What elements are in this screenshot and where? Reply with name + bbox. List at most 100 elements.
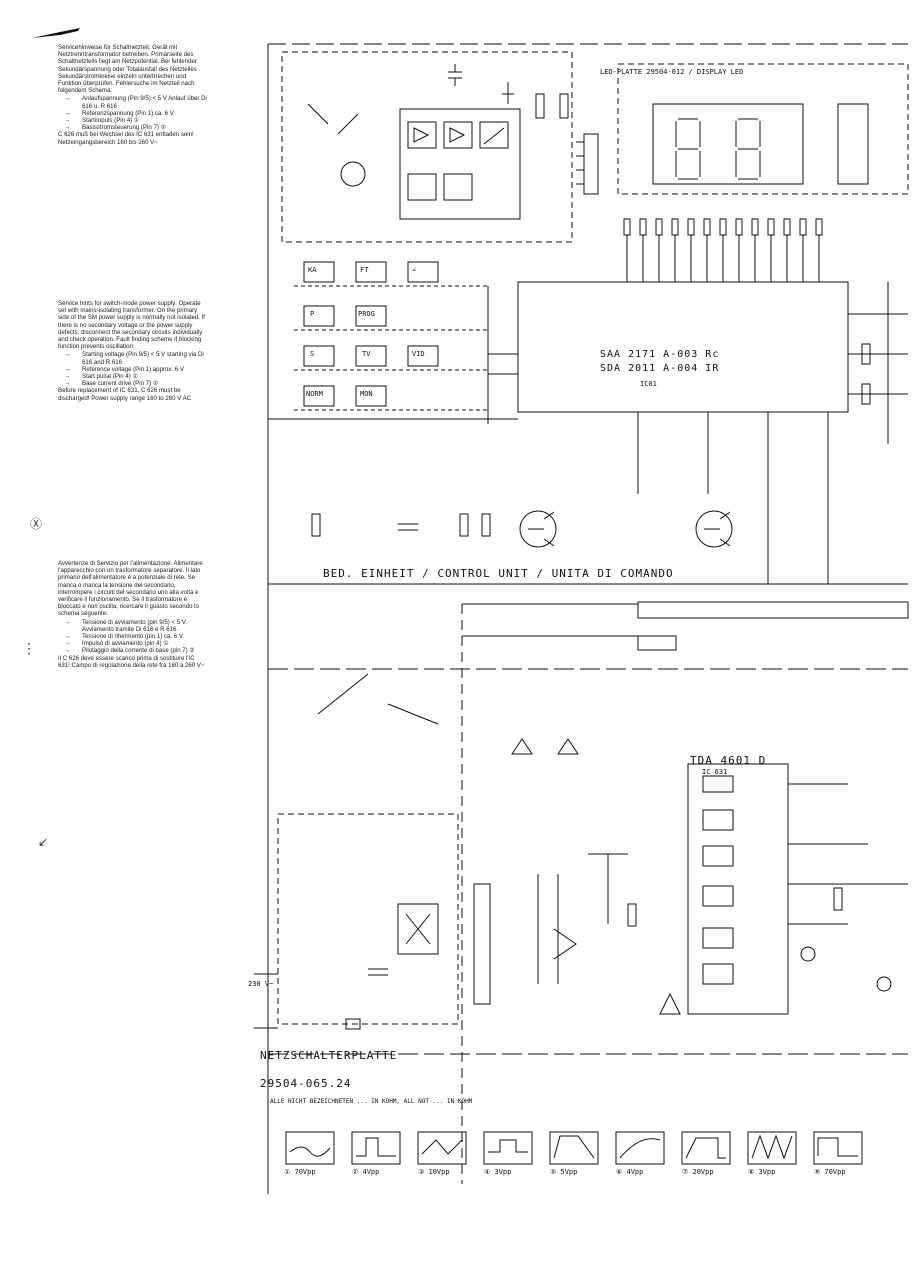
resistor [559,93,569,119]
amp-stage [443,121,473,149]
capacitor [398,523,418,531]
schmitt-curve [483,127,505,145]
key-label: KA [308,266,317,274]
waveform-label: ⑥ 4Vpp [616,1168,644,1176]
circuit-schematic [254,43,909,1194]
capacitor [448,64,462,86]
waveform-label: ⑧ 3Vpp [748,1168,776,1176]
waveform-label: ① 70Vpp [284,1168,316,1176]
service-notes-german: Servicehinweise für Schaltnetzteil: Gerä… [58,44,208,146]
waveform-label: ⑦ 20Vpp [682,1168,714,1176]
resistor [833,887,843,911]
notes-intro: Servicehinweise für Schaltnetzteil: Gerä… [58,44,197,95]
photo-diode [340,161,366,187]
amp-stage [443,173,473,201]
bridge-rectifier [397,903,439,955]
key-label: NORM [306,390,323,398]
amp-stage [407,121,437,149]
key-label: VID [412,350,425,358]
ir-receiver-board [281,51,573,243]
resistor [861,343,871,365]
bottom-note: ALLE NICHT BEZEICHNETEN ... IN KOHM, ALL… [270,1098,473,1105]
service-notes-italian: Avvertenze di Servizio per l'alimentazio… [58,560,208,669]
mains-switch-board [277,813,459,1025]
key-label: P [310,310,315,318]
notes-footer: C 626 muß bei Wechsel des IC 631 entlade… [58,131,194,146]
side-tick-mark: ↙ [38,835,49,849]
test-point [876,976,892,992]
notes-item: →Tensione di avviamento (pin 9/5) < 5 V.… [64,618,187,633]
waveform-label: ④ 3Vpp [484,1168,512,1176]
lead [307,103,359,135]
mains-label: 230 V~ [248,980,274,988]
psu-board-label: NETZSCHALTERPLATTE [260,1049,398,1062]
waveform-label: ⑨ 70Vpp [814,1168,846,1176]
key-label: MON [360,390,373,398]
resistor [861,383,871,405]
ic-tda-label: TDA 4601 D [690,754,767,767]
warning-triangle [511,738,579,755]
notes-item: →Pilotaggio della corrente di base (pin … [64,647,195,655]
waveform-label: ③ 10Vpp [418,1168,450,1176]
connector-strip [637,601,909,619]
notes-item: →Referenzspannung (Pin 1) ca. 6 V [64,109,174,117]
notes-item: →Base current drive (Pin 7) ② [64,380,159,388]
notes-item: →Anlaufspannung (Pin 9/5) < 5 V Anlauf ü… [64,95,207,110]
key-label: PROG [358,310,375,318]
binding-hole-mark: Ⓧ [30,517,43,531]
ic-sda-label: SDA 2011 A-004 IR [600,363,720,374]
led-display-board [617,63,909,195]
notes-footer: Before replacement of IC 631, C 626 must… [58,387,192,402]
notes-intro: Service hints for switch-mode power supp… [58,300,205,351]
notes-footer: Il C 626 deve essere scarico prima di so… [58,654,205,669]
psu-board-code: 29504-065.24 [260,1077,352,1090]
ic-tda-ref: IC 631 [702,768,728,776]
led-connector [837,103,869,185]
key-label: FT [360,266,369,274]
ir-preamp-box [399,108,521,220]
key-matrix [303,261,439,407]
transistor [519,510,557,548]
resistor [502,82,514,104]
manufacturer-logo-mark [32,28,80,38]
triangle-amp [413,127,466,143]
amp-stage [479,121,509,149]
led-board-label: LED-PLATTE 29504-012 / DISPLAY LED [600,68,744,76]
notes-intro: Avvertenze di Servizio per l'alimentazio… [58,560,203,618]
service-notes-english: Service hints for switch-mode power supp… [58,300,208,402]
capacitor [368,968,388,976]
resistor-array [623,218,823,236]
transistor [695,510,733,548]
ic-saa-2171 [517,281,849,413]
notes-item: →Basisstromsteuerung (Pin 7) ② [64,124,167,132]
connector-strip [637,635,677,651]
notes-item: →Startimpuls (Pin 4) ① [64,117,140,125]
mains-input [254,973,278,1029]
waveform-strip [285,1131,863,1165]
resistor [481,513,491,537]
notes-item: →Reference voltage (Pin 1) approx. 6 V [64,365,184,373]
side-tick-mark: ⋮ [22,640,36,656]
connector [583,133,599,195]
test-point [800,946,816,962]
ic-saa-label: SAA 2171 A-003 Rc [600,349,720,360]
led-digits [652,103,804,185]
resistor [311,513,321,537]
diode [553,928,577,960]
resistor [459,513,469,537]
control-unit-label: BED. EINHEIT / CONTROL UNIT / UNITA DI C… [323,567,674,580]
amp-stage [407,173,437,201]
key-label: S [310,350,315,358]
notes-item: →Start pulse (Pin 4) ① [64,373,138,381]
display-bus [626,235,820,282]
resistor [535,93,545,119]
seven-seg-digit [735,118,761,180]
transformer [473,883,491,1005]
notes-item: →Starting voltage (Pin 9/5) < 5 V starti… [64,351,204,366]
ic-tda-4601 [687,763,789,1015]
waveform-label: ⑤ 5Vpp [550,1168,578,1176]
notes-item: →Tensione di riferimento (pin 1) ca. 6 V… [64,633,185,641]
resistor [627,903,637,927]
fuse [345,1018,361,1030]
ic-ref: IC01 [640,380,657,388]
